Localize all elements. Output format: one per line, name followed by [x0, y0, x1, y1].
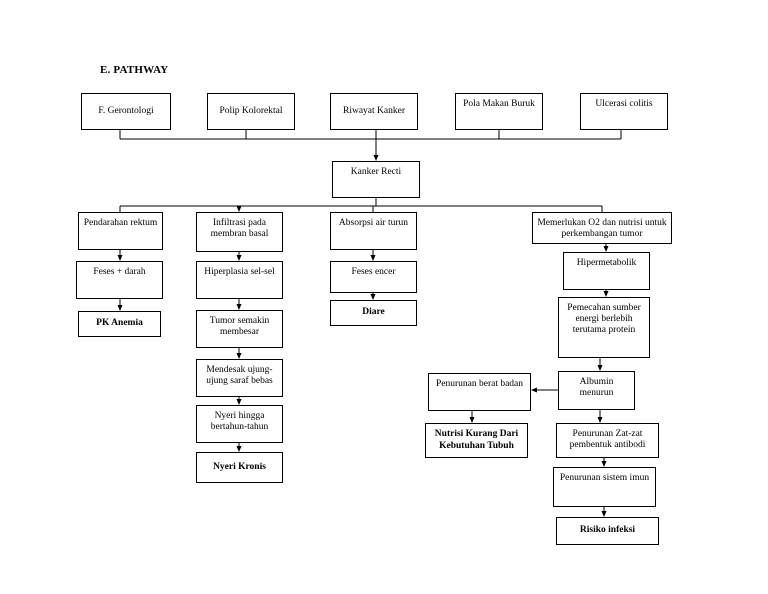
- node-label: Absorpsi air turun: [338, 218, 409, 228]
- node-nutrisi-kurang-dari-kebutuhan-tubuh[interactable]: Nutrisi Kurang Dari Kebutuhan Tubuh: [425, 423, 528, 458]
- node-label: Pola Makan Buruk: [463, 99, 535, 109]
- node-infiltrasi-membran-basal[interactable]: Infiltrasi pada membran basal: [196, 212, 283, 252]
- node-label: Riwayat Kanker: [343, 105, 405, 116]
- node-risiko-infeksi[interactable]: Risiko infeksi: [556, 517, 659, 545]
- node-memerlukan-o2-nutrisi[interactable]: Memerlukan O2 dan nutrisi untuk perkemba…: [532, 212, 672, 244]
- node-label: Infiltrasi pada membran basal: [210, 218, 269, 240]
- node-label: PK Anemia: [96, 318, 143, 329]
- node-label: Memerlukan O2 dan nutrisi untuk perkemba…: [537, 218, 667, 240]
- node-label: Hiperplasia sel-sel: [204, 267, 275, 277]
- node-albumin-menurun[interactable]: Albumin menurun: [558, 371, 635, 410]
- node-penurunan-berat-badan[interactable]: Penurunan berat badan: [428, 373, 531, 411]
- node-mendesak-ujung-saraf-bebas[interactable]: Mendesak ujung-ujung saraf bebas: [196, 359, 283, 397]
- node-hipermetabolik[interactable]: Hipermetabolik: [563, 252, 650, 290]
- node-label: Penurunan berat badan: [435, 379, 524, 389]
- node-label: Pendarahan rektum: [83, 218, 158, 228]
- node-feses-encer[interactable]: Feses encer: [330, 261, 417, 293]
- node-label: Polip Kolorektal: [219, 105, 283, 116]
- node-pemecahan-sumber-energi[interactable]: Pemecahan sumber energi berlebih terutam…: [558, 297, 650, 358]
- node-label: Penurunan Zat-zat pembentuk antibodi: [569, 429, 646, 451]
- node-absorpsi-air-turun[interactable]: Absorpsi air turun: [330, 212, 417, 250]
- node-pk-anemia[interactable]: PK Anemia: [78, 311, 161, 337]
- node-feses-darah[interactable]: Feses + darah: [76, 261, 163, 299]
- node-label: Mendesak ujung-ujung saraf bebas: [206, 365, 273, 387]
- node-label: Albumin menurun: [579, 377, 614, 399]
- node-label: Kanker Recti: [350, 167, 402, 177]
- node-label: Penurunan sistem imun: [559, 473, 650, 483]
- node-label: Pemecahan sumber energi berlebih terutam…: [567, 303, 641, 336]
- node-label: Hipermetabolik: [576, 258, 637, 268]
- node-hiperplasia-sel-sel[interactable]: Hiperplasia sel-sel: [196, 261, 283, 299]
- node-nyeri-hingga-bertahun-tahun[interactable]: Nyeri hingga bertahun-tahun: [196, 405, 283, 443]
- node-label: Ulcerasi colitis: [595, 99, 653, 109]
- node-label: Risiko infeksi: [579, 525, 636, 536]
- node-ulcerasi-colitis[interactable]: Ulcerasi colitis: [580, 93, 668, 130]
- node-label: Nutrisi Kurang Dari Kebutuhan Tubuh: [434, 429, 519, 451]
- node-pola-makan-buruk[interactable]: Pola Makan Buruk: [455, 93, 543, 130]
- node-diare[interactable]: Diare: [330, 300, 417, 326]
- page-title: E. PATHWAY: [100, 64, 169, 76]
- node-label: Nyeri hingga bertahun-tahun: [210, 411, 269, 433]
- node-f-gerontologi[interactable]: F. Gerontologi: [81, 93, 171, 130]
- node-tumor-semakin-membesar[interactable]: Tumor semakin membesar: [196, 310, 283, 348]
- node-polip-kolorektal[interactable]: Polip Kolorektal: [207, 93, 295, 130]
- node-nyeri-kronis[interactable]: Nyeri Kronis: [196, 452, 283, 483]
- node-label: Nyeri Kronis: [213, 461, 266, 472]
- node-label: Feses encer: [351, 267, 396, 277]
- node-label: F. Gerontologi: [98, 105, 154, 116]
- node-pendarahan-rektum[interactable]: Pendarahan rektum: [78, 212, 163, 250]
- node-kanker-recti[interactable]: Kanker Recti: [332, 161, 420, 198]
- node-penurunan-zat-pembentuk-antibodi[interactable]: Penurunan Zat-zat pembentuk antibodi: [556, 423, 659, 458]
- node-penurunan-sistem-imun[interactable]: Penurunan sistem imun: [553, 467, 656, 507]
- node-riwayat-kanker[interactable]: Riwayat Kanker: [330, 93, 418, 130]
- node-label: Tumor semakin membesar: [209, 316, 270, 338]
- node-label: Feses + darah: [93, 267, 146, 277]
- node-label: Diare: [362, 307, 385, 318]
